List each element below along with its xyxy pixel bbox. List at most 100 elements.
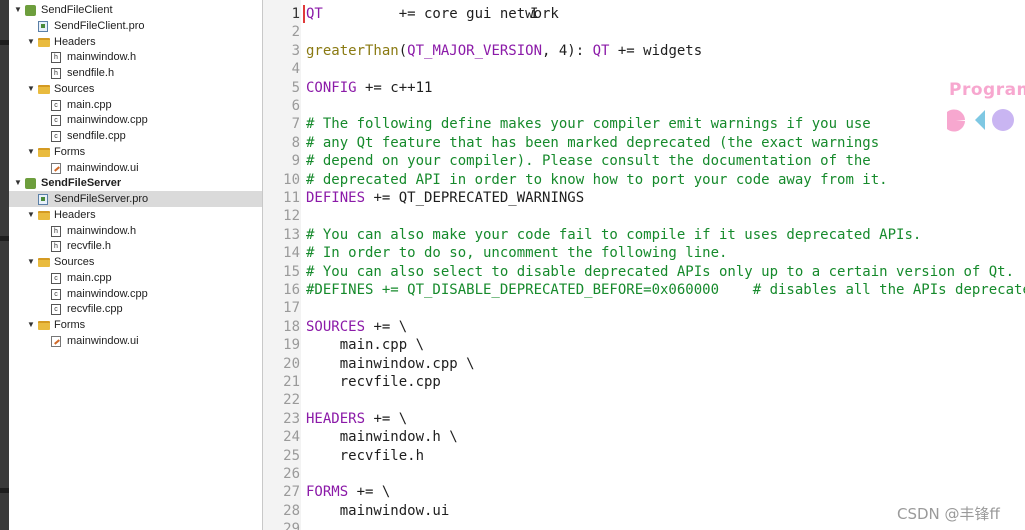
tree-project[interactable]: ▼SendFileServer: [9, 175, 262, 191]
line-number: 2: [291, 24, 300, 41]
code-keyword: QT_MAJOR_VERSION: [407, 42, 543, 59]
code-text: # deprecated API in order to know how to…: [306, 171, 888, 189]
code-line[interactable]: 16#DEFINES += QT_DISABLE_DEPRECATED_BEFO…: [263, 281, 1025, 299]
chevron-down-icon[interactable]: ▼: [27, 83, 35, 93]
code-line[interactable]: 13# You can also make your code fail to …: [263, 226, 1025, 244]
code-line[interactable]: 22: [263, 391, 1025, 409]
code-line[interactable]: 8# any Qt feature that has been marked d…: [263, 134, 1025, 152]
line-number-gutter: [263, 0, 301, 530]
tree-file[interactable]: SendFileClient.pro: [9, 18, 262, 34]
code-text: greaterThan(QT_MAJOR_VERSION, 4): QT += …: [306, 42, 702, 60]
line-number: 1: [291, 6, 300, 22]
line-number: 28: [283, 502, 300, 519]
code-line[interactable]: 4: [263, 60, 1025, 78]
chevron-down-icon[interactable]: ▼: [14, 178, 22, 188]
code-line[interactable]: 19 main.cpp \: [263, 336, 1025, 354]
line-number: 19: [283, 337, 300, 354]
code-line[interactable]: 6: [263, 97, 1025, 115]
tree-file[interactable]: mainwindow.ui: [9, 160, 262, 176]
code-keyword: FORMS: [306, 484, 349, 501]
tree-folder[interactable]: ▼ Sources: [9, 254, 262, 270]
code-line[interactable]: 7# The following define makes your compi…: [263, 115, 1025, 133]
code-line[interactable]: 20 mainwindow.cpp \: [263, 355, 1025, 373]
code-text: # any Qt feature that has been marked de…: [306, 134, 879, 152]
line-number: 11: [283, 190, 300, 206]
line-number: 23: [283, 410, 300, 427]
tree-folder[interactable]: ▼Forms: [9, 317, 262, 333]
folder-icon: [38, 147, 50, 157]
code-line[interactable]: 12: [263, 207, 1025, 225]
code-line[interactable]: 9# depend on your compiler). Please cons…: [263, 152, 1025, 170]
code-line[interactable]: 26: [263, 465, 1025, 483]
chevron-down-icon[interactable]: ▼: [27, 146, 35, 156]
chevron-down-icon[interactable]: ▼: [14, 5, 22, 14]
line-number: 21: [283, 374, 300, 390]
code-line[interactable]: 10# deprecated API in order to know how …: [263, 171, 1025, 189]
code-line[interactable]: 2: [263, 23, 1025, 41]
tree-item-label: Sources: [54, 256, 95, 268]
code-line[interactable]: 1 QT += core gui network: [263, 5, 1025, 23]
code-token: mainwindow.ui: [306, 502, 450, 519]
source-file-icon: c: [51, 115, 61, 127]
code-token: += \: [365, 318, 408, 335]
code-comment: # depend on your compiler). Please consu…: [306, 153, 871, 170]
code-text: main.cpp \: [306, 336, 424, 354]
code-line[interactable]: 29: [263, 520, 1025, 530]
folder-icon: [38, 84, 50, 94]
folder-icon: [38, 37, 50, 47]
form-file-icon: [51, 162, 61, 174]
code-text: FORMS += \: [306, 483, 390, 501]
code-line[interactable]: 15# You can also select to disable depre…: [263, 263, 1025, 281]
code-line[interactable]: 23 HEADERS += \: [263, 410, 1025, 428]
code-comment: # You can also select to disable depreca…: [306, 263, 1015, 280]
tree-project[interactable]: ▼SendFileClient: [9, 2, 262, 18]
code-comment: # deprecated API in order to know how to…: [306, 171, 888, 188]
csdn-watermark: CSDN @丰锋ff: [897, 505, 1000, 523]
line-number: 6: [291, 98, 300, 114]
tree-folder[interactable]: ▼Headers: [9, 34, 262, 50]
tree-file[interactable]: SendFileServer.pro: [9, 191, 262, 207]
code-line[interactable]: 24 mainwindow.h \: [263, 428, 1025, 446]
code-keyword: CONFIG: [306, 79, 357, 96]
code-line[interactable]: 14# In order to do so, uncomment the fol…: [263, 244, 1025, 262]
chevron-down-icon[interactable]: ▼: [27, 257, 35, 266]
code-text: QT += core gui network: [306, 5, 559, 23]
tree-folder[interactable]: ▼ Forms: [9, 144, 262, 160]
chevron-down-icon[interactable]: ▼: [27, 320, 35, 329]
code-text: HEADERS += \: [306, 410, 407, 428]
code-text: mainwindow.ui: [306, 502, 450, 520]
code-line[interactable]: 17: [263, 299, 1025, 317]
tree-file[interactable]: mainwindow.ui: [9, 333, 262, 349]
code-line[interactable]: 21 recvfile.cpp: [263, 373, 1025, 391]
chevron-down-icon[interactable]: ▼: [27, 209, 35, 219]
code-line[interactable]: 28 mainwindow.ui: [263, 502, 1025, 520]
chevron-down-icon[interactable]: ▼: [27, 36, 35, 46]
code-token: mainwindow.cpp \: [306, 355, 475, 372]
code-text: CONFIG += c++11: [306, 79, 432, 97]
tree-folder[interactable]: ▼Headers: [9, 207, 262, 223]
code-token: += widgets: [609, 42, 703, 59]
code-line[interactable]: 25 recvfile.h: [263, 447, 1025, 465]
code-comment: # any Qt feature that has been marked de…: [306, 134, 880, 151]
tree-item-label: Forms: [54, 145, 86, 158]
header-file-icon: h: [51, 52, 61, 64]
tree-folder[interactable]: ▼Sources: [9, 81, 262, 97]
